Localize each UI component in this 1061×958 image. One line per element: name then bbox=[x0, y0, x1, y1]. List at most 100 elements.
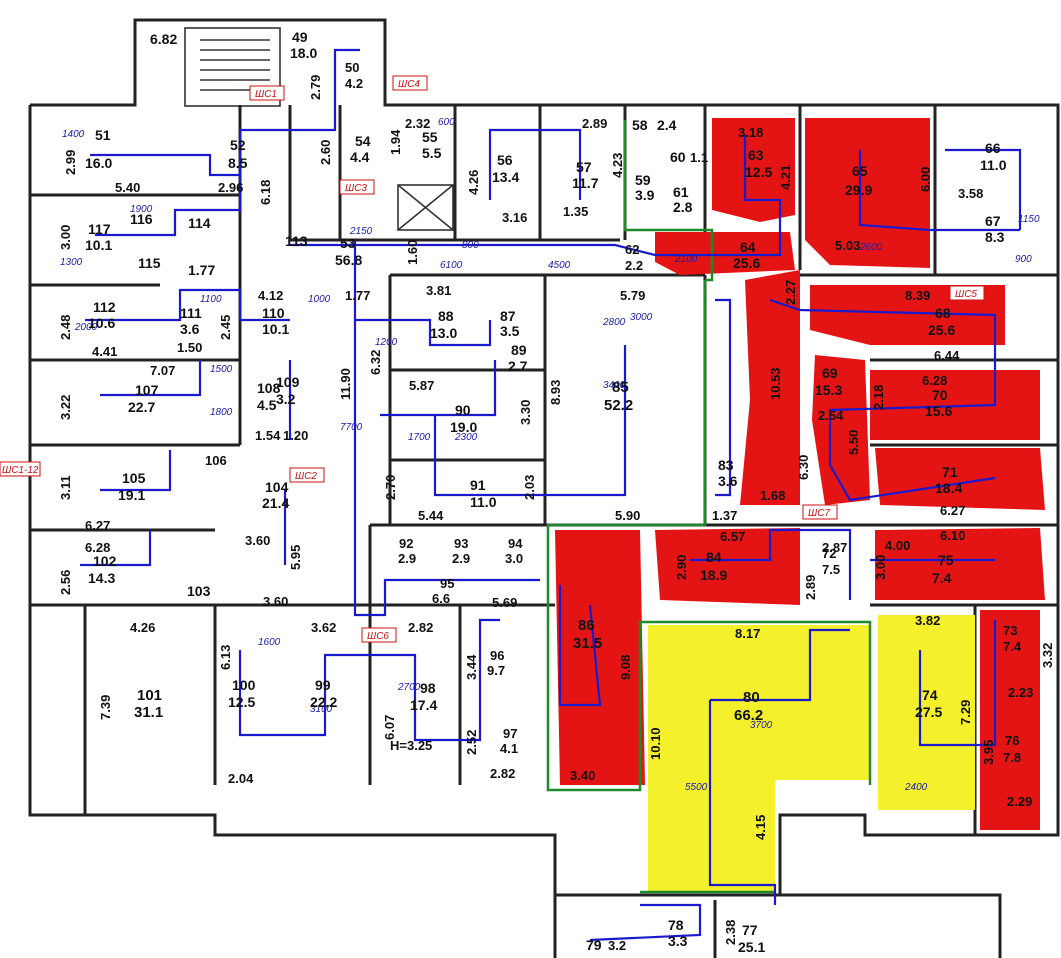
routing-length: 600 bbox=[438, 117, 455, 128]
routing-length: 5500 bbox=[685, 782, 708, 793]
routing-length: 1600 bbox=[258, 637, 281, 648]
svg-text:100: 100 bbox=[232, 677, 256, 693]
dimension: 1.50 bbox=[177, 340, 202, 355]
svg-text:88: 88 bbox=[438, 308, 454, 324]
svg-text:25.6: 25.6 bbox=[928, 322, 955, 338]
dimension: 6.44 bbox=[934, 348, 960, 363]
room: 767.8 bbox=[1003, 733, 1021, 765]
svg-text:117: 117 bbox=[88, 221, 111, 237]
svg-text:96: 96 bbox=[490, 648, 504, 663]
routing-length: 3700 bbox=[750, 720, 773, 731]
routing-length: 3000 bbox=[630, 312, 653, 323]
dimension: 3.00 bbox=[873, 555, 888, 580]
svg-text:108: 108 bbox=[257, 380, 281, 396]
svg-text:7.4: 7.4 bbox=[932, 570, 952, 586]
dimension: 4.15 bbox=[753, 815, 768, 840]
room: 113 bbox=[285, 233, 308, 249]
svg-text:72: 72 bbox=[822, 546, 836, 561]
svg-text:17.4: 17.4 bbox=[410, 697, 437, 713]
svg-text:19.1: 19.1 bbox=[118, 487, 145, 503]
svg-text:84: 84 bbox=[706, 549, 722, 565]
svg-text:5.5: 5.5 bbox=[422, 145, 442, 161]
svg-text:57: 57 bbox=[576, 159, 592, 175]
room: 956.6 bbox=[432, 576, 454, 606]
svg-text:3.6: 3.6 bbox=[180, 321, 200, 337]
dimension: 2.82 bbox=[408, 620, 433, 635]
svg-text:110: 110 bbox=[262, 305, 285, 321]
dimension: 2.87 bbox=[822, 540, 847, 555]
dimension: 3.32 bbox=[1040, 643, 1055, 668]
building-outline bbox=[28, 18, 1060, 958]
dimension: 3.22 bbox=[58, 395, 73, 420]
loop-tag: ШС5 bbox=[949, 285, 985, 301]
svg-text:21.4: 21.4 bbox=[262, 495, 289, 511]
routing-length: 1000 bbox=[308, 294, 331, 305]
dimension: 2.56 bbox=[58, 570, 73, 595]
svg-text:11.7: 11.7 bbox=[572, 175, 599, 191]
loop-tag: ШС3 bbox=[339, 179, 375, 195]
svg-text:116: 116 bbox=[130, 211, 153, 227]
room: 833.6 bbox=[718, 457, 738, 489]
fire-zone bbox=[870, 370, 1040, 440]
dimension: 5.40 bbox=[115, 180, 140, 195]
svg-text:109: 109 bbox=[276, 374, 300, 390]
routing-length: 1400 bbox=[62, 129, 85, 140]
svg-text:67: 67 bbox=[985, 213, 1001, 229]
svg-text:103: 103 bbox=[187, 583, 211, 599]
dimension: 2.89 bbox=[582, 116, 607, 131]
dimension: 3.62 bbox=[311, 620, 336, 635]
room: 106 bbox=[205, 453, 227, 468]
room: 622.2 bbox=[625, 242, 643, 273]
room: 737.4 bbox=[1003, 623, 1022, 654]
svg-text:92: 92 bbox=[399, 536, 413, 551]
svg-text:10.6: 10.6 bbox=[88, 315, 115, 331]
svg-text:13.4: 13.4 bbox=[492, 169, 519, 185]
room: 932.9 bbox=[452, 536, 470, 566]
dimension: 2.32 bbox=[405, 116, 430, 131]
svg-text:89: 89 bbox=[511, 342, 527, 358]
dimension: 6.18 bbox=[258, 180, 273, 205]
svg-text:ШС5: ШС5 bbox=[955, 289, 977, 300]
room: 727.5 bbox=[822, 546, 840, 577]
svg-text:94: 94 bbox=[508, 536, 523, 551]
svg-text:ШС6: ШС6 bbox=[367, 631, 389, 642]
dimension: 10.53 bbox=[768, 367, 783, 400]
routing-length: 3100 bbox=[310, 704, 333, 715]
dimension: 2.45 bbox=[218, 315, 233, 340]
svg-text:18.0: 18.0 bbox=[290, 45, 317, 61]
svg-text:4.2: 4.2 bbox=[345, 76, 363, 91]
dimension: 4.00 bbox=[885, 538, 910, 553]
dimension: 2.29 bbox=[1007, 794, 1032, 809]
svg-text:3.2: 3.2 bbox=[608, 938, 626, 953]
dimension: 5.90 bbox=[615, 508, 640, 523]
dimension: 3.16 bbox=[502, 210, 527, 225]
svg-text:3.2: 3.2 bbox=[276, 391, 296, 407]
fire-zone bbox=[712, 118, 795, 222]
svg-text:64: 64 bbox=[740, 239, 756, 255]
dimension: 1.77 bbox=[345, 288, 370, 303]
svg-text:16.0: 16.0 bbox=[85, 155, 112, 171]
room: 612.8 bbox=[673, 184, 693, 215]
svg-text:107: 107 bbox=[135, 382, 159, 398]
dimension: 3.00 bbox=[58, 225, 73, 250]
svg-text:56: 56 bbox=[497, 152, 513, 168]
dimension: 3.95 bbox=[981, 740, 996, 765]
svg-text:87: 87 bbox=[500, 308, 516, 324]
loop-tags: ШС1 ШС2 ШС3 ШС4 ШС5 ШС6 ШС7 ШС1-12 bbox=[0, 75, 985, 643]
svg-text:19.0: 19.0 bbox=[450, 419, 477, 435]
hall-zone bbox=[648, 625, 870, 892]
svg-text:91: 91 bbox=[470, 477, 486, 493]
room: 783.3 bbox=[668, 917, 688, 949]
svg-text:54: 54 bbox=[355, 133, 371, 149]
room: 555.5 bbox=[422, 129, 442, 161]
svg-text:77: 77 bbox=[742, 922, 758, 938]
routing-length: 1100 bbox=[200, 294, 222, 305]
